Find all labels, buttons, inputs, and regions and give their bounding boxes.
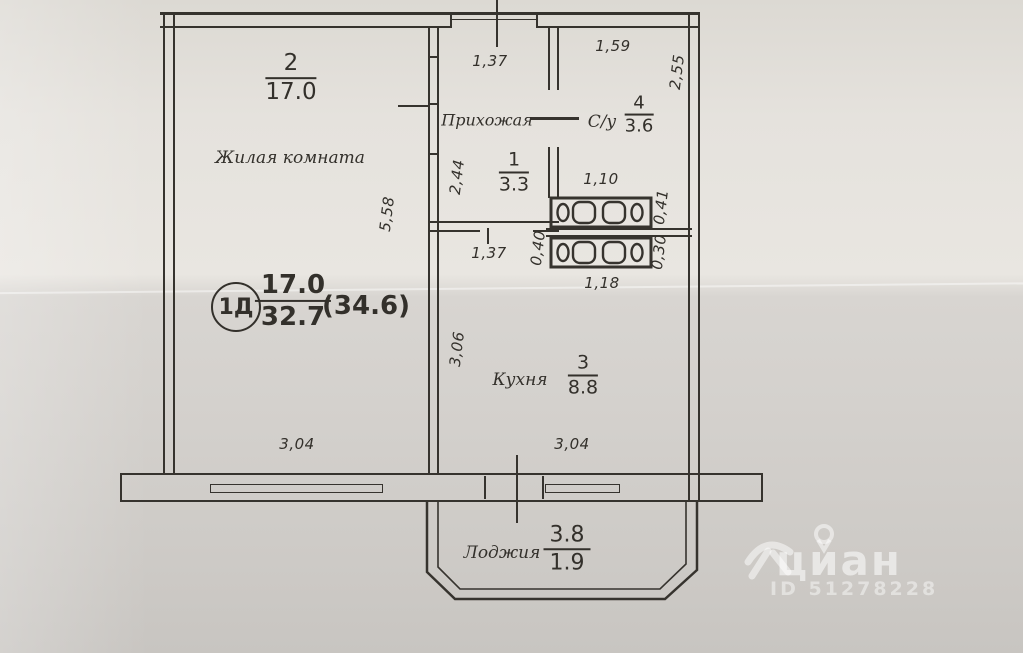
wall-tie-1 xyxy=(428,56,439,58)
wall-bath-left-upper xyxy=(548,26,559,90)
dim-kitchen-width: 3,04 xyxy=(554,435,590,453)
kitchen-number-area: 3 8.8 xyxy=(567,352,599,398)
wall-left-outer xyxy=(163,12,175,475)
paper-fold-line xyxy=(0,281,1023,295)
dim-vent-depth-top: 0,41 xyxy=(649,188,673,226)
dim-hallway-depth: 2,44 xyxy=(445,158,469,196)
bathroom-number: 4 xyxy=(624,93,654,116)
living-room-name: Жилая комната xyxy=(215,148,365,168)
bathroom-area: 3.6 xyxy=(624,116,654,137)
entrance-door-opening xyxy=(452,12,538,20)
loggia-door-jamb-right xyxy=(542,476,544,499)
bathroom-name: С/у xyxy=(587,112,617,132)
kitchen-area: 8.8 xyxy=(567,376,599,398)
loggia-door-axis-tick xyxy=(516,455,518,523)
unit-code-circle: 1Д xyxy=(211,282,261,332)
wall-living-hall xyxy=(428,26,439,475)
dim-vent-offset-left: 0,40 xyxy=(526,229,550,267)
paper-edge-highlight xyxy=(0,0,150,653)
dim-hallway-width-top: 1,37 xyxy=(472,52,508,70)
loggia-areas: 3.8 1.9 xyxy=(543,523,591,575)
watermark-listing-id: ID 51278228 xyxy=(770,578,939,600)
entrance-door-jamb-left xyxy=(450,12,452,28)
wall-bath-left-lower xyxy=(548,147,559,198)
wall-tie-2 xyxy=(428,103,439,105)
entrance-axis-tick xyxy=(496,0,498,47)
bath-door-dash xyxy=(531,117,579,120)
hallway-name: Прихожая xyxy=(441,110,533,130)
kitchen-window xyxy=(545,484,620,493)
living-room-number: 2 xyxy=(265,51,317,79)
vent-separator-wall xyxy=(546,228,692,237)
entrance-door-jamb-right xyxy=(536,12,538,28)
wall-bottom-band xyxy=(120,473,763,502)
unit-area-fraction: 17.0 32.7 xyxy=(254,271,332,332)
dim-bathroom-depth: 2,55 xyxy=(665,53,689,91)
living-room-area: 17.0 xyxy=(265,79,317,105)
wall-hall-bottom-right xyxy=(533,221,559,232)
bathroom-number-area: 4 3.6 xyxy=(624,93,654,137)
wall-top-right-segment xyxy=(538,12,700,28)
kitchen-name: Кухня xyxy=(492,370,548,390)
unit-total-area: 32.7 xyxy=(260,302,326,332)
living-room-number-area: 2 17.0 xyxy=(265,51,317,105)
loggia-outline xyxy=(425,502,699,601)
loggia-area-full: 3.8 xyxy=(543,523,591,550)
dim-vent-width-bottom: 1,18 xyxy=(584,274,620,292)
dim-living-width: 3,04 xyxy=(279,435,315,453)
living-door-leaf xyxy=(398,105,428,107)
kitchen-number: 3 xyxy=(567,352,599,376)
dim-living-depth: 5,58 xyxy=(375,195,399,233)
unit-code: 1Д xyxy=(218,294,254,320)
hallway-number-area: 1 3.3 xyxy=(498,149,530,195)
dim-bathroom-width: 1,59 xyxy=(595,37,631,55)
dim-kitchen-depth: 3,06 xyxy=(445,330,469,368)
wall-tie-3 xyxy=(428,153,439,155)
watermark-brand: циан xyxy=(776,536,902,585)
vent-shaft-row-bottom xyxy=(549,236,653,269)
living-window xyxy=(210,484,383,493)
hallway-number: 1 xyxy=(498,149,530,173)
hallway-area: 3.3 xyxy=(498,173,530,195)
wall-right-outer xyxy=(688,12,700,502)
wall-top-left-segment xyxy=(160,12,452,28)
unit-area-with-loggia: (34.6) xyxy=(322,291,410,321)
unit-living-area: 17.0 xyxy=(254,271,332,302)
kitchen-door-leaf xyxy=(487,228,489,244)
wall-hall-bottom-left xyxy=(428,221,480,232)
loggia-name: Лоджия xyxy=(463,543,541,563)
cian-logo-icon xyxy=(744,524,834,580)
dim-vent-depth-bottom: 0,30 xyxy=(647,233,671,271)
vent-shaft-row-top xyxy=(549,196,653,229)
loggia-door-jamb-left xyxy=(484,476,486,499)
loggia-area-reduced: 1.9 xyxy=(549,550,585,575)
hall-door-opening-line xyxy=(480,221,533,223)
dim-kitchen-niche-width: 1,37 xyxy=(471,244,507,262)
dim-vent-width-top: 1,10 xyxy=(583,170,619,188)
